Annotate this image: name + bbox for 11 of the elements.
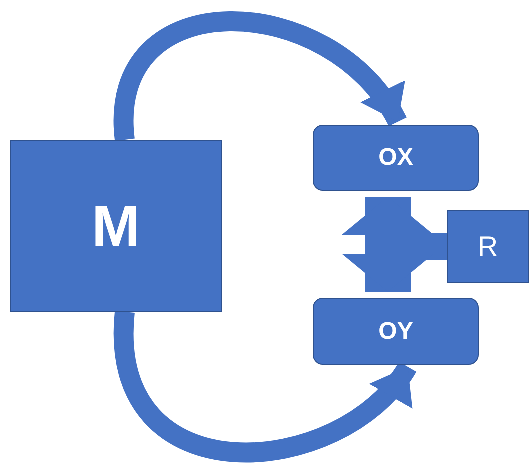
main-box: [10, 140, 222, 312]
curved-arrow: [114, 12, 406, 140]
box-label: R: [478, 230, 498, 262]
box-label: OX: [378, 144, 414, 172]
box-label: OY: [378, 318, 414, 346]
box-label: M: [92, 192, 140, 260]
process-box: [447, 210, 529, 283]
process-box: [313, 298, 479, 365]
curved-arrow: [115, 312, 416, 462]
double-arrow: [342, 197, 434, 292]
process-box: [313, 125, 479, 191]
